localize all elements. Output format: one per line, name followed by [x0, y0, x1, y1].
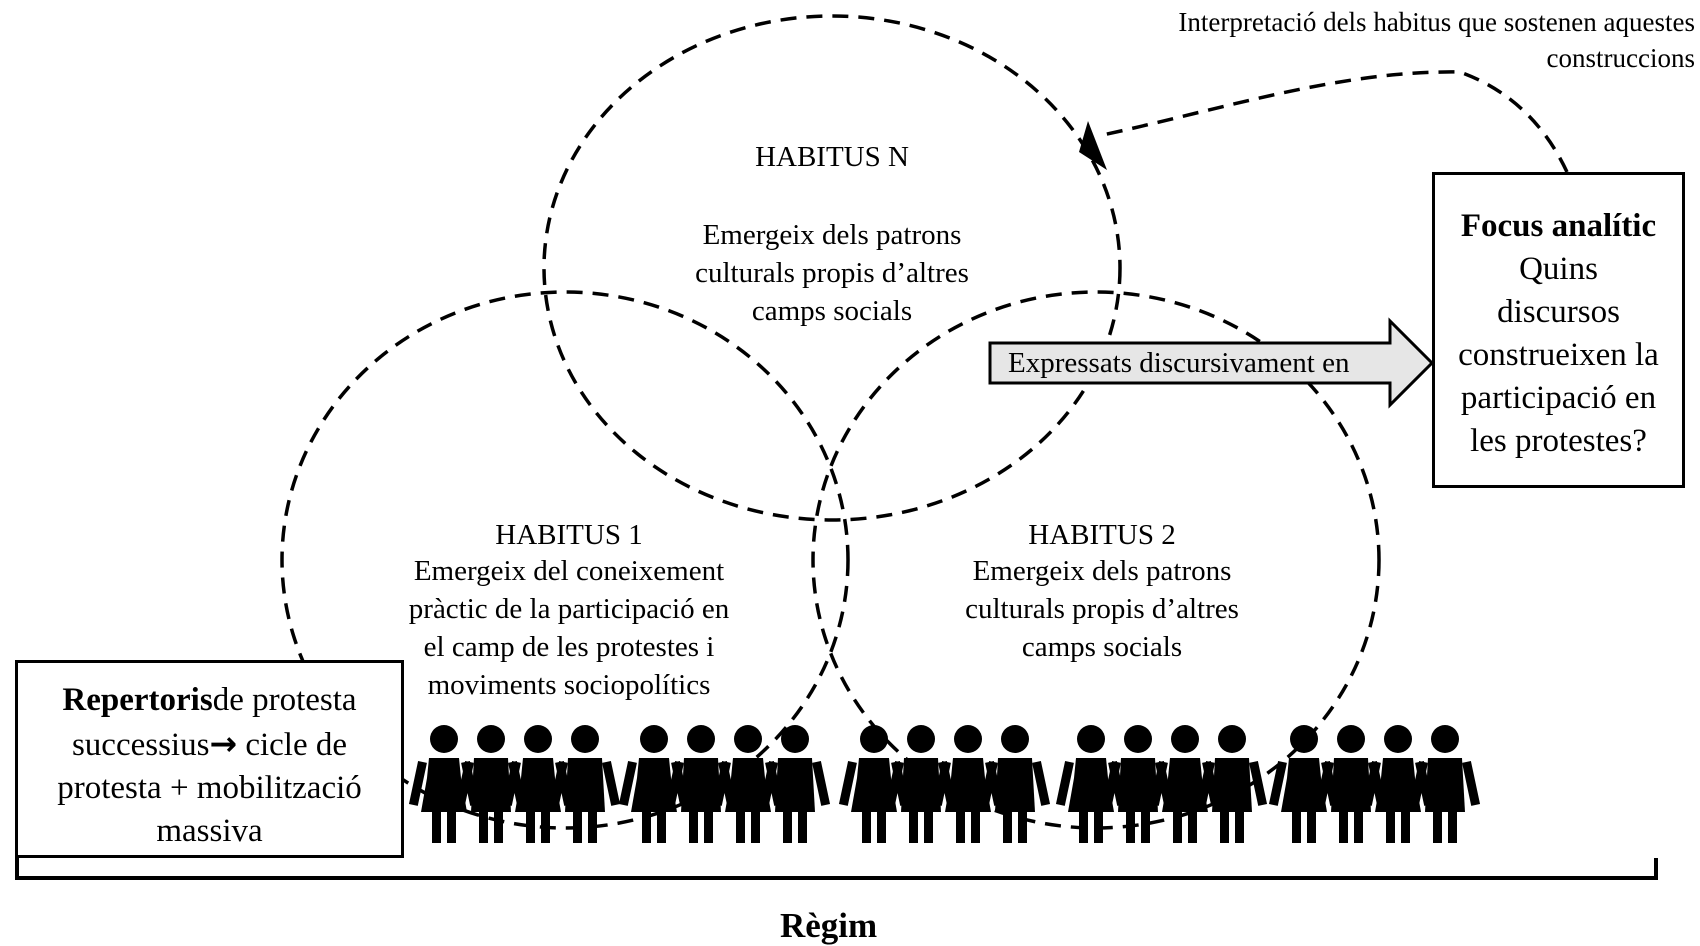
habitus-n-title: HABITUS N: [755, 141, 909, 173]
person-male-icon: [759, 725, 831, 843]
habitus-2-circle: [811, 290, 1381, 830]
repertoris-box: Repertorisde protesta successius→ cicle …: [15, 660, 404, 858]
habitus-1-line-4: moviments sociopolítics: [427, 669, 711, 701]
focus-line-1: Quins: [1519, 251, 1598, 287]
habitus-2-line-1: Emergeix dels patrons: [972, 555, 1232, 587]
habitus-1-line-1: Emergeix del coneixement: [413, 555, 725, 587]
interpretation-arrowhead: [1079, 121, 1107, 170]
discursive-arrow-shape: [988, 317, 1435, 409]
note-line-2: construccions: [1546, 43, 1695, 73]
habitus-2-line-3: camps socials: [1021, 631, 1183, 663]
habitus-2-text: HABITUS 2 Emergeix dels patrons cultural…: [902, 518, 1302, 666]
note-line-1: Interpretació dels habitus que sostenen …: [1178, 7, 1695, 37]
person-male-icon: [665, 725, 737, 843]
habitus-n-text: HABITUS N Emergeix dels patrons cultural…: [632, 140, 1032, 330]
habitus-2-line-2: culturals propis d’altres: [965, 593, 1239, 625]
regim-bracket: [15, 858, 1658, 880]
crowd-group: [838, 725, 1051, 843]
habitus-n-line-2: culturals propis d’altres: [695, 257, 969, 289]
person-female-icon: [1149, 725, 1221, 843]
repertoris-line-2-b: cicle de: [237, 727, 348, 763]
arrow-right-icon: →: [209, 724, 238, 763]
habitus-1-line-2: pràctic de la participació en: [408, 593, 730, 625]
discursive-arrow-label: Expressats discursivament en: [1008, 347, 1350, 379]
focus-line-2: discursos: [1497, 294, 1620, 330]
focus-line-4: participació en: [1460, 380, 1657, 416]
interpretation-connector: [1097, 70, 1569, 173]
person-male-icon: [549, 725, 621, 843]
repertoris-line-3: protesta + mobilització: [57, 770, 362, 806]
repertoris-line-4: massiva: [156, 813, 263, 849]
habitus-n-line-3: camps socials: [751, 295, 913, 327]
crowd-group: [618, 725, 831, 843]
regim-label: Règim: [780, 906, 878, 945]
focus-line-5: les protestes?: [1470, 423, 1647, 459]
focus-line-3: construeixen la: [1458, 337, 1659, 373]
habitus-1-title: HABITUS 1: [495, 519, 643, 551]
repertoris-line-1: Repertorisde protesta: [18, 679, 401, 722]
person-female-icon: [1055, 725, 1127, 843]
crowd: [408, 725, 1481, 843]
habitus-1-text: HABITUS 1 Emergeix del coneixement pràct…: [369, 518, 769, 704]
person-male-icon: [1409, 725, 1481, 843]
habitus-1-line-3: el camp de les protestes i: [423, 631, 715, 663]
habitus-n-line-1: Emergeix dels patrons: [702, 219, 962, 251]
crowd-group: [1055, 725, 1268, 843]
person-male-icon: [979, 725, 1051, 843]
repertoris-line-2: successius→ cicle de: [18, 722, 401, 767]
crowd-group: [408, 725, 621, 843]
crowd-group: [1268, 725, 1481, 843]
habitus-1-circle: [280, 290, 850, 830]
habitus-n-circle: [542, 14, 1122, 522]
repertoris-bold-word: Repertoris: [62, 682, 213, 718]
person-female-icon: [502, 725, 574, 843]
focus-title: Focus analític: [1460, 208, 1657, 244]
person-female-icon: [618, 725, 690, 843]
person-male-icon: [1196, 725, 1268, 843]
focus-analytic-box: Focus analític Quins discursos construei…: [1432, 172, 1685, 488]
repertoris-line-1-rest: de protesta: [212, 682, 357, 718]
repertoris-line-2-a: successius: [71, 727, 210, 763]
habitus-2-title: HABITUS 2: [1028, 519, 1176, 551]
interpretation-note: Interpretació dels habitus que sostenen …: [1178, 4, 1695, 76]
